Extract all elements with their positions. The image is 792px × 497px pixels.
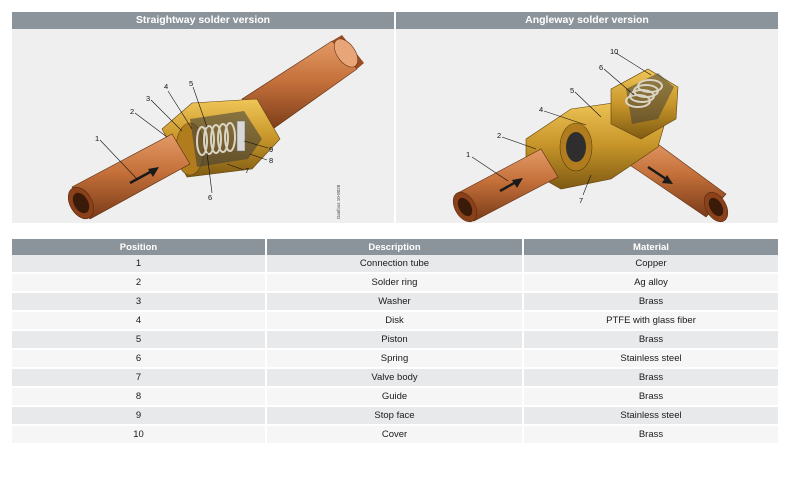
cell-description: Solder ring bbox=[266, 273, 524, 293]
ref-code: Danfoss 10-8028 bbox=[336, 184, 341, 219]
outlet-tube bbox=[241, 35, 364, 132]
cell-position: 2 bbox=[12, 273, 267, 293]
angle-callout-7: 7 bbox=[579, 196, 583, 205]
table-row: 5 Piston Brass bbox=[12, 330, 778, 350]
cell-description: Spring bbox=[266, 349, 524, 369]
straightway-illustration: 1 2 3 4 5 6 7 8 9 Danfoss 10-8028 bbox=[67, 35, 364, 220]
angle-callout-4: 4 bbox=[539, 105, 543, 114]
connection-tube bbox=[67, 133, 191, 220]
cell-material: Brass bbox=[523, 330, 778, 350]
table-row: 1 Connection tube Copper bbox=[12, 255, 778, 274]
cell-position: 8 bbox=[12, 387, 267, 407]
table-header-row: Position Description Material bbox=[12, 239, 778, 255]
cell-material: Brass bbox=[523, 292, 778, 312]
cell-material: Brass bbox=[523, 368, 778, 388]
cell-material: Brass bbox=[523, 387, 778, 407]
angleway-title: Angleway solder version bbox=[396, 12, 778, 29]
spring bbox=[196, 122, 236, 156]
straightway-panel: Straightway solder version bbox=[12, 12, 394, 223]
straight-callout-7: 7 bbox=[245, 166, 249, 175]
angle-callout-2: 2 bbox=[497, 131, 501, 140]
table-row: 6 Spring Stainless steel bbox=[12, 349, 778, 369]
straight-callout-8: 8 bbox=[269, 156, 273, 165]
straight-callout-9: 9 bbox=[269, 145, 273, 154]
cell-material: Ag alloy bbox=[523, 273, 778, 293]
cell-position: 5 bbox=[12, 330, 267, 350]
table-row: 9 Stop face Stainless steel bbox=[12, 406, 778, 426]
straight-callout-1: 1 bbox=[95, 134, 99, 143]
cell-position: 7 bbox=[12, 368, 267, 388]
straight-callout-2: 2 bbox=[130, 107, 134, 116]
table-row: 2 Solder ring Ag alloy bbox=[12, 273, 778, 293]
cell-material: PTFE with glass fiber bbox=[523, 311, 778, 331]
cell-description: Washer bbox=[266, 292, 524, 312]
cell-description: Piston bbox=[266, 330, 524, 350]
cell-material: Brass bbox=[523, 425, 778, 445]
straightway-title: Straightway solder version bbox=[12, 12, 394, 29]
cell-description: Stop face bbox=[266, 406, 524, 426]
cell-position: 3 bbox=[12, 292, 267, 312]
flow-arrow bbox=[129, 167, 159, 185]
cell-position: 1 bbox=[12, 255, 267, 274]
cell-position: 10 bbox=[12, 425, 267, 445]
angleway-panel: Angleway solder version bbox=[396, 12, 778, 223]
cell-description: Valve body bbox=[266, 368, 524, 388]
cell-description: Connection tube bbox=[266, 255, 524, 274]
angle-callout-10: 10 bbox=[610, 47, 618, 56]
straight-callout-6: 6 bbox=[208, 193, 212, 202]
connection-tube bbox=[452, 148, 559, 223]
flow-arrow-out bbox=[647, 165, 673, 184]
angle-callout-5: 5 bbox=[570, 86, 574, 95]
straight-callout-4: 4 bbox=[164, 82, 168, 91]
spring bbox=[625, 79, 663, 108]
header-description: Description bbox=[266, 239, 524, 255]
cell-description: Guide bbox=[266, 387, 524, 407]
header-position: Position bbox=[12, 239, 267, 255]
straight-callout-5: 5 bbox=[189, 79, 193, 88]
callout-leaders bbox=[99, 86, 269, 194]
table-row: 10 Cover Brass bbox=[12, 425, 778, 445]
flow-arrow-in bbox=[499, 178, 523, 193]
table-row: 8 Guide Brass bbox=[12, 387, 778, 407]
parts-table: Position Description Material 1 Connecti… bbox=[12, 239, 778, 445]
cell-position: 6 bbox=[12, 349, 267, 369]
angle-callout-6: 6 bbox=[599, 63, 603, 72]
cell-position: 4 bbox=[12, 311, 267, 331]
cell-description: Cover bbox=[266, 425, 524, 445]
angle-callout-1: 1 bbox=[466, 150, 470, 159]
cell-material: Stainless steel bbox=[523, 349, 778, 369]
table-row: 7 Valve body Brass bbox=[12, 368, 778, 388]
angleway-illustration: 1 2 4 5 6 10 7 3 bbox=[452, 47, 729, 223]
callout-leaders bbox=[471, 52, 652, 196]
header-material: Material bbox=[523, 239, 778, 255]
table-row: 4 Disk PTFE with glass fiber bbox=[12, 311, 778, 331]
cell-material: Copper bbox=[523, 255, 778, 274]
cell-position: 9 bbox=[12, 406, 267, 426]
cell-description: Disk bbox=[266, 311, 524, 331]
cell-material: Stainless steel bbox=[523, 406, 778, 426]
table-row: 3 Washer Brass bbox=[12, 292, 778, 312]
straight-callout-3: 3 bbox=[146, 94, 150, 103]
stop-face bbox=[236, 120, 246, 152]
